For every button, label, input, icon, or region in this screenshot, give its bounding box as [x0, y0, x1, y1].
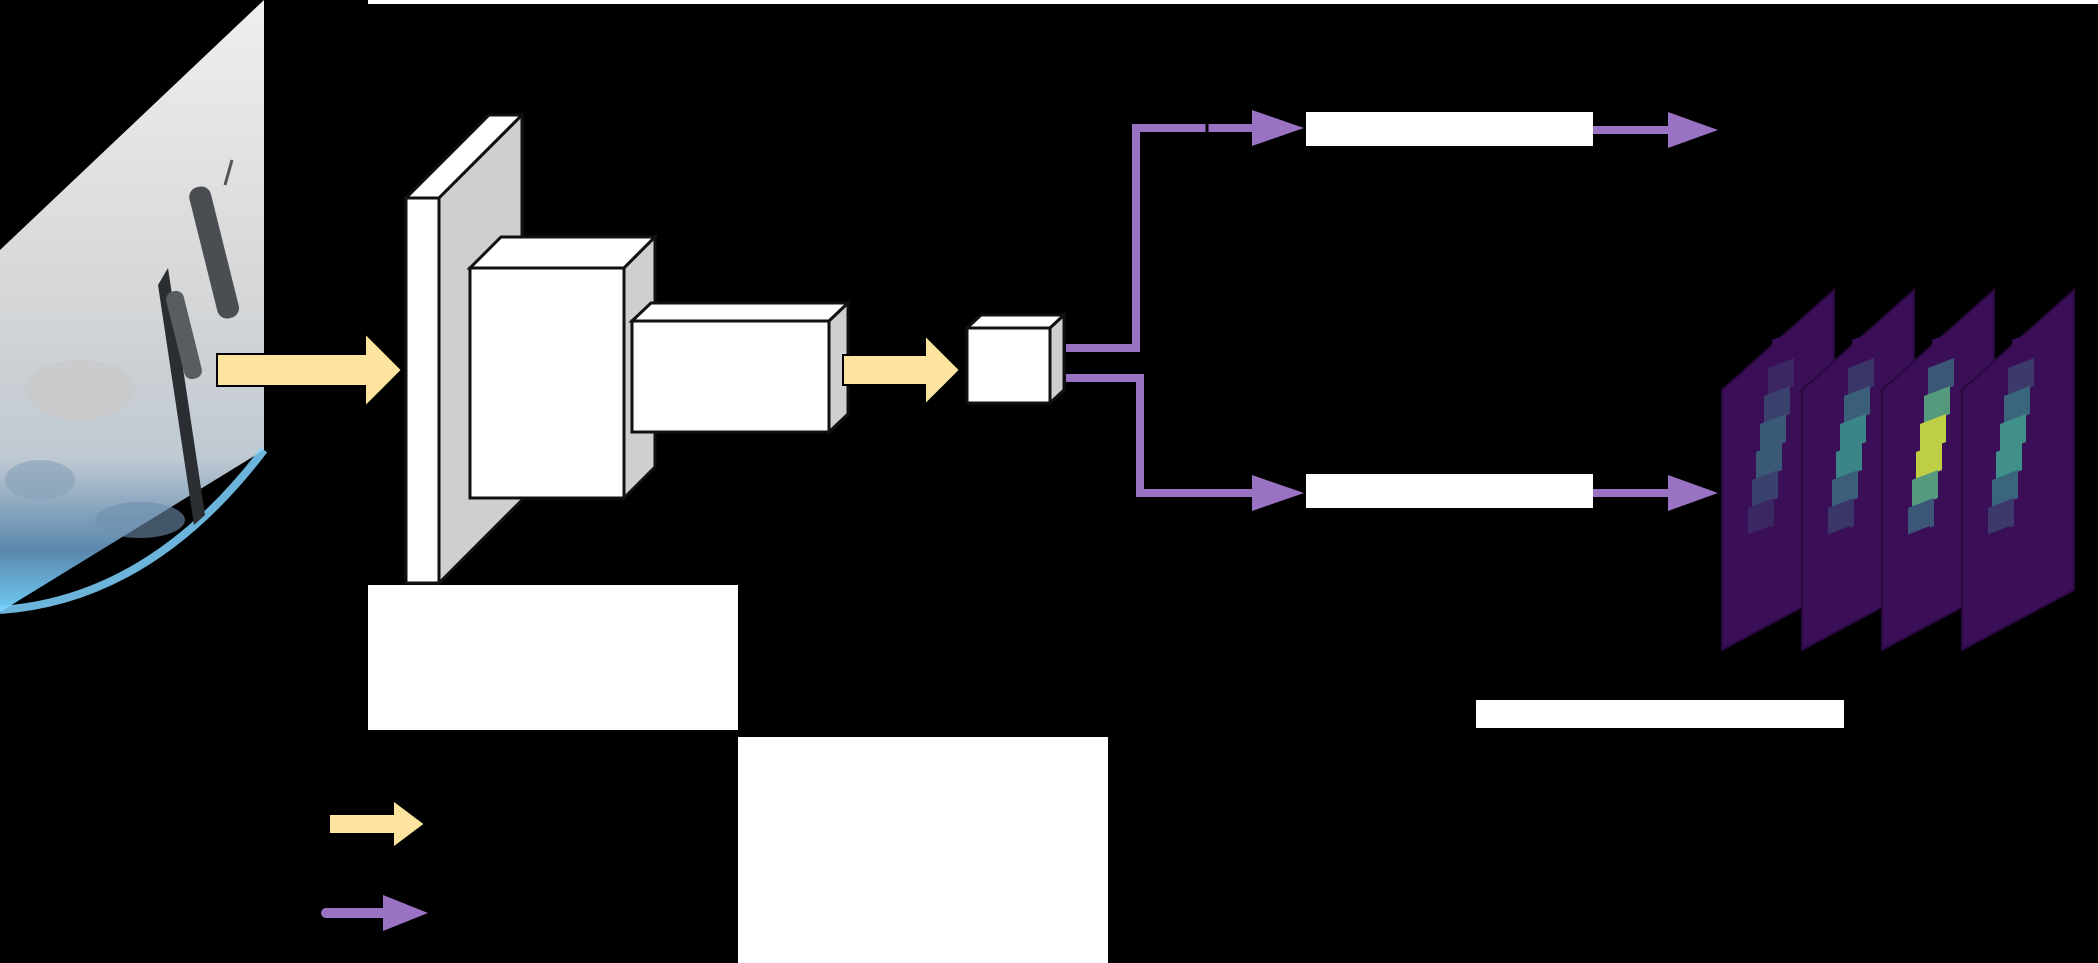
backbone-block-3 [632, 303, 848, 432]
legend-yellow-arrow-icon [329, 800, 425, 848]
heatmap-stack-icon [1722, 290, 2074, 650]
center-caption-box [738, 737, 1108, 963]
feature-arrow [843, 335, 960, 405]
arrowhead-upper [1252, 110, 1304, 146]
backbone-block-2 [470, 237, 655, 498]
backbone-caption-box [368, 585, 738, 730]
cloud-patch [25, 360, 135, 420]
arrowhead-output-lower [1668, 475, 1718, 511]
arrowhead-lower [1252, 475, 1304, 511]
input-image [0, 0, 264, 612]
cloud-patch [5, 460, 75, 500]
legend [326, 800, 428, 931]
legend-purple-arrow-icon [383, 895, 428, 931]
top-border-box [368, 0, 2098, 4]
heatmap-caption-box [1476, 700, 1844, 728]
cloud-patch [95, 502, 185, 538]
branch-line-upper [1066, 128, 1260, 348]
head-box-lower [1306, 474, 1593, 508]
arrowhead-output-upper [1668, 112, 1718, 148]
branch-line-lower [1066, 378, 1260, 493]
head-box-upper [1306, 112, 1593, 146]
feature-block [967, 315, 1064, 403]
